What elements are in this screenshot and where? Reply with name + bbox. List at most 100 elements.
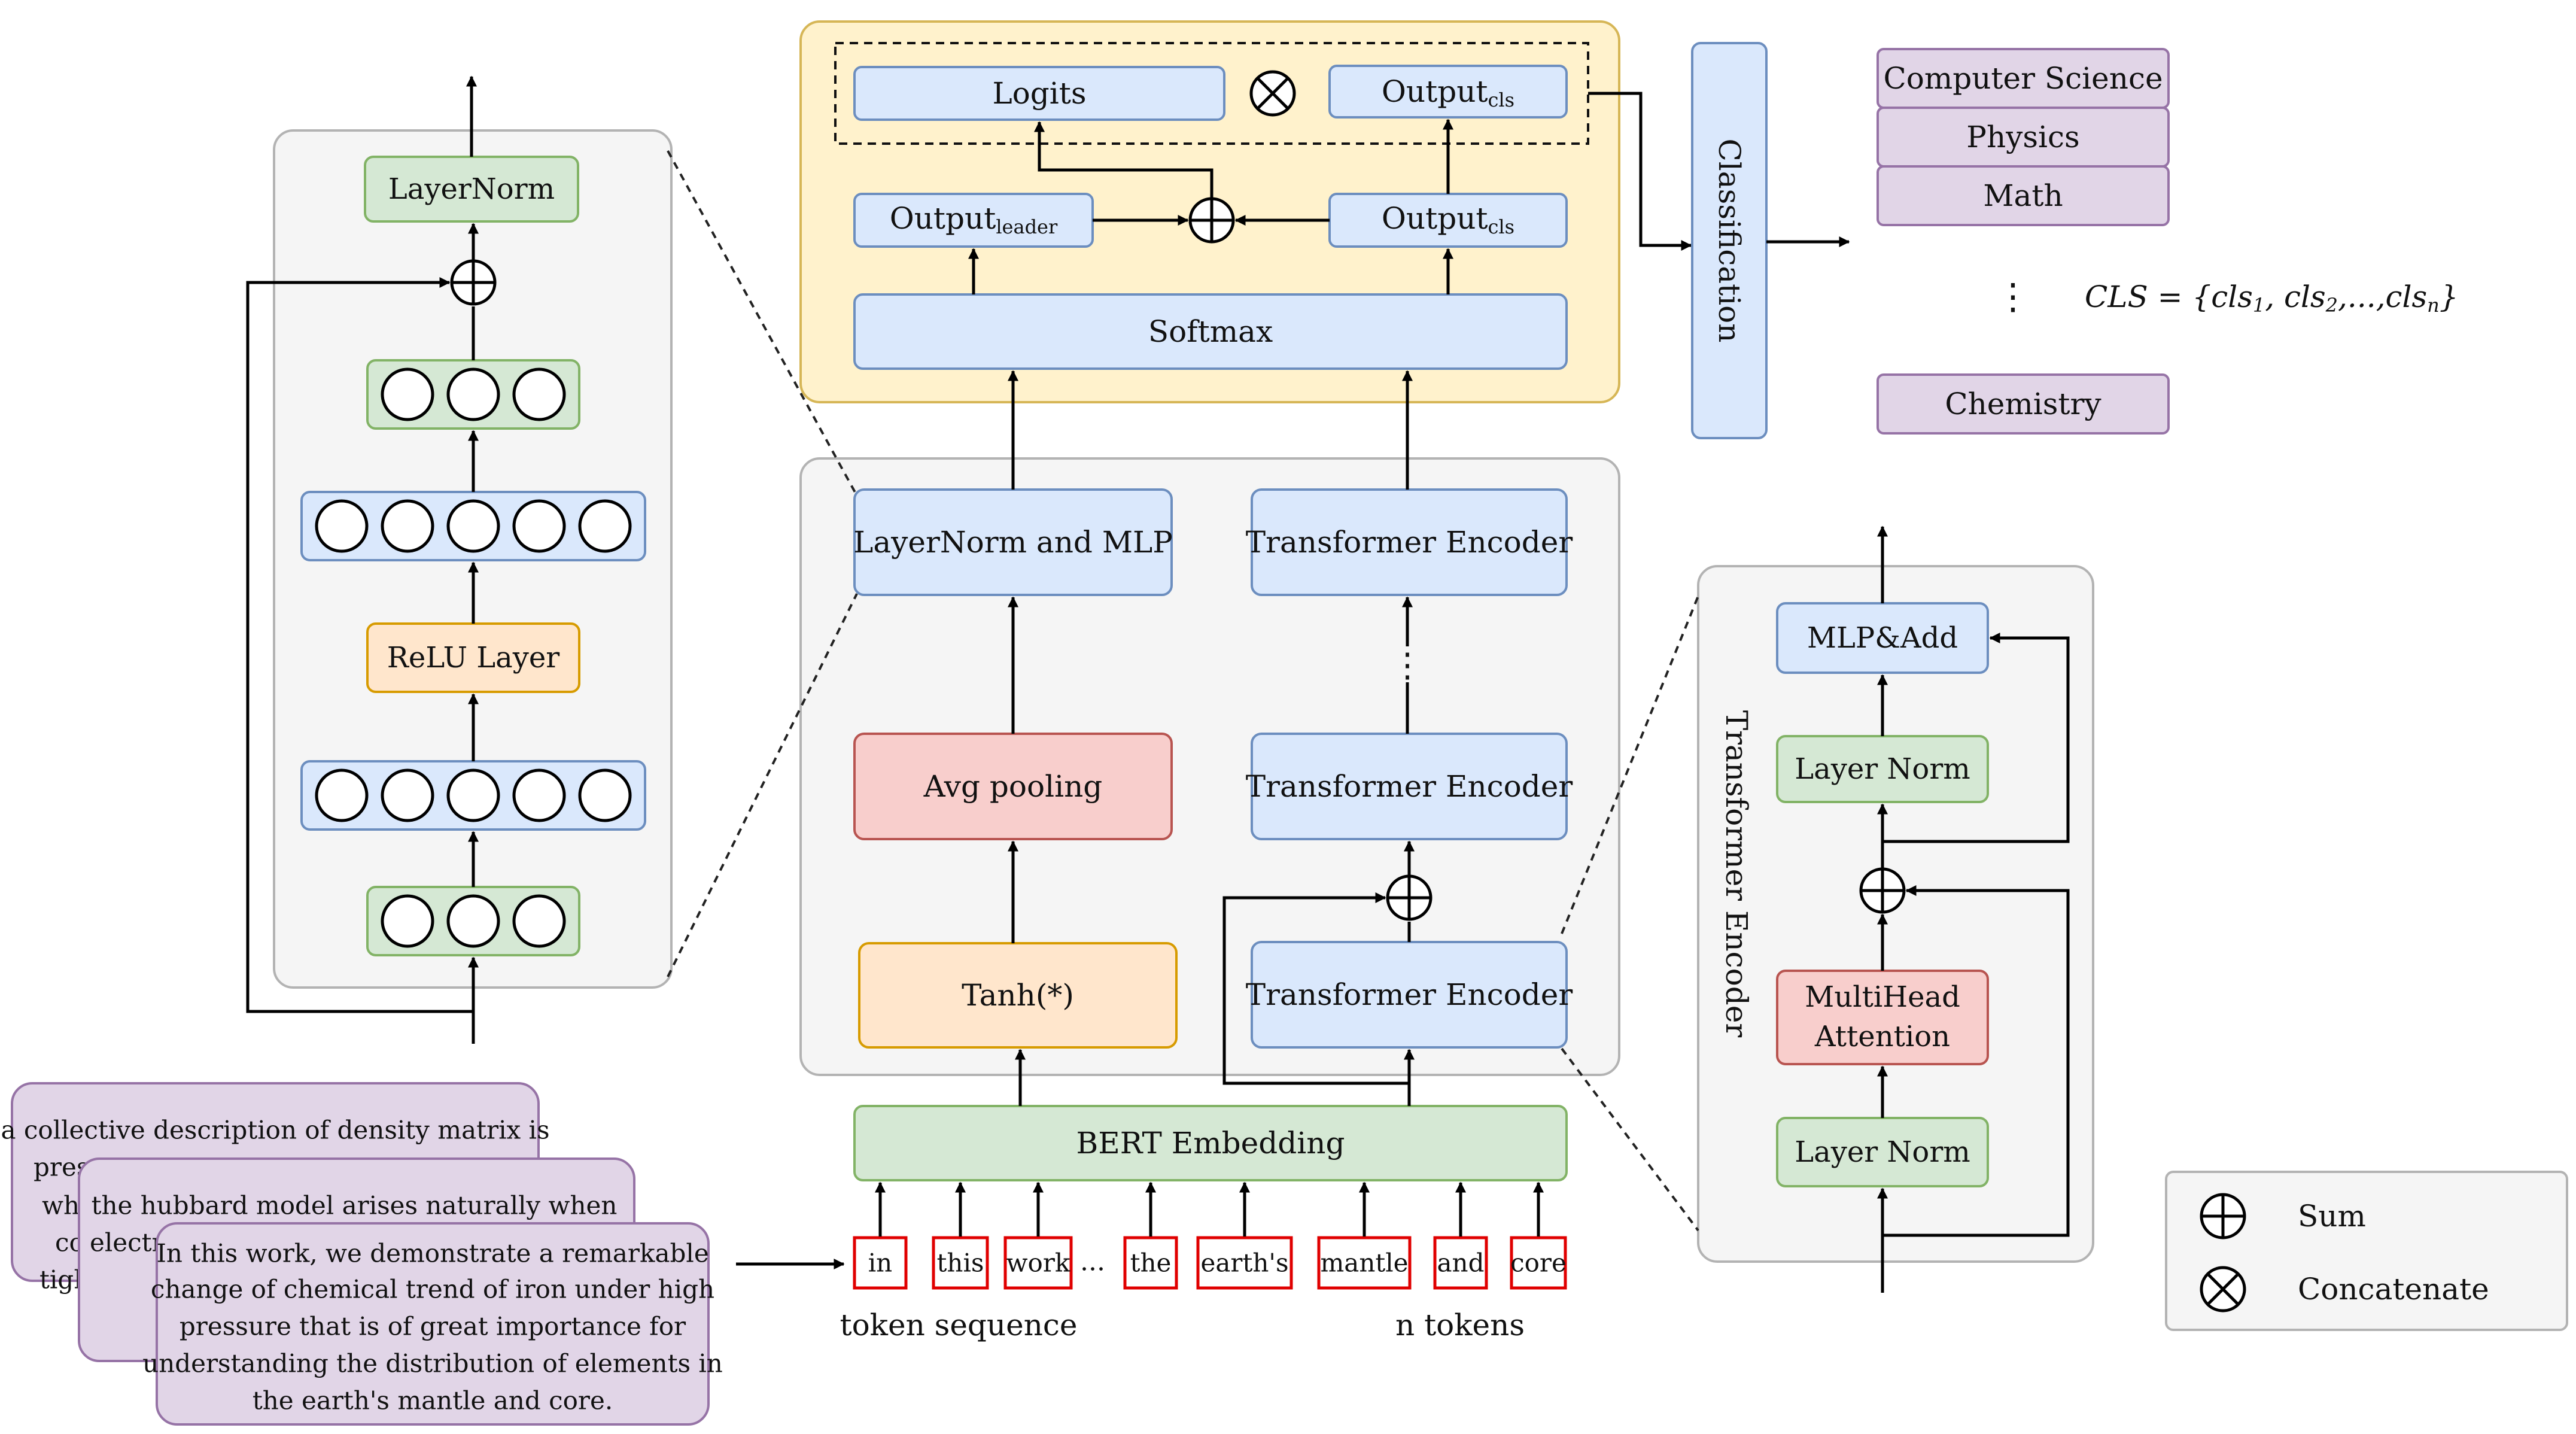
token-box: work: [1003, 1181, 1073, 1290]
output-cls-label-top: Outputcls: [1382, 74, 1514, 111]
concat-dashed-box: [834, 42, 1589, 145]
token-label: in: [868, 1248, 892, 1278]
token-border: [1433, 1236, 1488, 1290]
class-physics: Physics: [1877, 107, 2170, 168]
top-arrows: [968, 92, 1692, 294]
layer-norm-top-box: Layer Norm: [1776, 735, 1989, 803]
class-chemistry: Chemistry: [1877, 373, 2170, 435]
document-text: the hubbard model arises naturally when: [92, 1191, 618, 1220]
mlp-relu-label: ReLU Layer: [387, 641, 560, 675]
mlp-layernorm-box: LayerNorm: [364, 156, 579, 223]
token-label: this: [937, 1248, 984, 1278]
center-arrows: [1008, 370, 1415, 1106]
sum-icon: [1188, 197, 1235, 244]
zoom-lines: [667, 150, 1699, 1232]
attention-label: Attention: [1814, 1020, 1950, 1053]
token-box: the: [1123, 1181, 1178, 1290]
token-border: [932, 1236, 989, 1290]
class-label: Chemistry: [1945, 387, 2101, 421]
transformer-encoder-bottom: Transformer Encoder: [1246, 941, 1573, 1049]
tanh-box: Tanh(*): [858, 942, 1178, 1049]
output-cls-box-top: Outputcls: [1328, 65, 1568, 119]
token-box: mantle: [1317, 1181, 1412, 1290]
token-label: and: [1437, 1248, 1485, 1278]
class-label: Physics: [1966, 120, 2079, 154]
mlp-add-label: MLP&Add: [1807, 621, 1958, 655]
transformer-encoder-top: Transformer Encoder: [1246, 488, 1573, 596]
token-box: core: [1510, 1181, 1567, 1290]
legend-concatenate-label: Concatenate: [2298, 1272, 2489, 1307]
token-box: and: [1433, 1181, 1488, 1290]
tanh-label: Tanh(*): [962, 978, 1074, 1013]
encoder-detail-title: Transformer Encoder: [1719, 710, 1754, 1038]
neuron-layer-top-3: [366, 359, 580, 430]
encoder-top-label: Transformer Encoder: [1246, 525, 1573, 560]
mlp-layernorm-label: LayerNorm: [388, 172, 555, 206]
token-border: [1510, 1236, 1567, 1290]
softmax-label: Softmax: [1148, 314, 1273, 349]
sum-icon: [1859, 867, 1906, 914]
center-panel: [799, 457, 1620, 1076]
output-cls-box-mid: Outputcls: [1328, 193, 1568, 248]
layer-norm-bottom-box: Layer Norm: [1776, 1117, 1989, 1187]
output-leader-box: Outputleader: [853, 193, 1094, 248]
token-border: [1003, 1236, 1073, 1290]
legend-panel: [2165, 1171, 2568, 1331]
token-border: [853, 1236, 908, 1290]
neuron-layer-bottom-3: [366, 886, 580, 956]
sum-icon: [450, 259, 497, 306]
document-text: understanding the distribution of elemen…: [142, 1349, 723, 1378]
token-box: earth's: [1196, 1181, 1293, 1290]
class-math: Math: [1877, 165, 2170, 226]
token-border: [1196, 1236, 1293, 1290]
classification-box: Classification: [1691, 42, 1768, 439]
transformer-encoder-mid: Transformer Encoder: [1246, 733, 1573, 840]
layer-norm-top-label: Layer Norm: [1795, 752, 1970, 786]
softmax-box: Softmax: [853, 293, 1568, 370]
token-border: [1317, 1236, 1412, 1290]
output-cls-label-mid: Outputcls: [1382, 201, 1514, 238]
token-label: work: [1006, 1248, 1070, 1278]
multihead-label: MultiHead: [1805, 980, 1960, 1014]
document-card: In this work, we demonstrate a remarkabl…: [142, 1222, 723, 1426]
encoder-bottom-label: Transformer Encoder: [1246, 977, 1573, 1012]
token-box: this: [932, 1181, 989, 1290]
document-text: a collective description of density matr…: [1, 1116, 549, 1145]
classes-ellipsis: ⋮: [1995, 276, 2031, 318]
neuron-layer-lower-5: [300, 760, 646, 831]
logits-label: Logits: [992, 76, 1086, 111]
encoder-stack-ellipsis: ⋮: [1391, 646, 1424, 685]
avg-pooling-label: Avg pooling: [923, 769, 1103, 804]
layer-norm-bottom-label: Layer Norm: [1795, 1135, 1970, 1169]
document-text: change of chemical trend of iron under h…: [151, 1275, 714, 1304]
mlp-arrows: [246, 75, 479, 1044]
tokens-ellipsis: ...: [1080, 1247, 1105, 1277]
document-text: wh: [42, 1191, 80, 1220]
bert-embedding-box: BERT Embedding: [853, 1105, 1568, 1181]
n-tokens-label: n tokens: [1395, 1308, 1525, 1342]
encoder-detail-arrows: [1877, 525, 2070, 1293]
token-sequence-label: token sequence: [840, 1308, 1077, 1342]
cls-set-formula: CLS = {cls1, cls2,...,clsn}: [2085, 279, 2459, 317]
document-text: pressure that is of great importance for: [180, 1312, 686, 1341]
encoder-mid-label: Transformer Encoder: [1246, 769, 1573, 804]
concatenate-icon: [1249, 70, 1296, 117]
class-label: Computer Science: [1883, 61, 2163, 96]
layernorm-mlp-label: LayerNorm and MLP: [853, 525, 1173, 560]
concatenate-icon: [2200, 1266, 2246, 1313]
logits-box: Logits: [853, 66, 1225, 121]
avg-pooling-box: Avg pooling: [853, 733, 1173, 840]
layernorm-mlp-box: LayerNorm and MLP: [853, 488, 1173, 596]
token-box: in: [853, 1181, 908, 1290]
output-leader-label: Outputleader: [890, 201, 1058, 238]
class-computer-science: Computer Science: [1877, 48, 2170, 109]
sum-icon: [1386, 874, 1433, 921]
legend-sum-label: Sum: [2298, 1199, 2366, 1234]
bert-embedding-label: BERT Embedding: [1076, 1126, 1345, 1160]
token-label: mantle: [1320, 1248, 1408, 1278]
sum-icon: [2200, 1193, 2246, 1239]
token-label: the: [1130, 1248, 1172, 1278]
token-label: earth's: [1201, 1248, 1289, 1278]
